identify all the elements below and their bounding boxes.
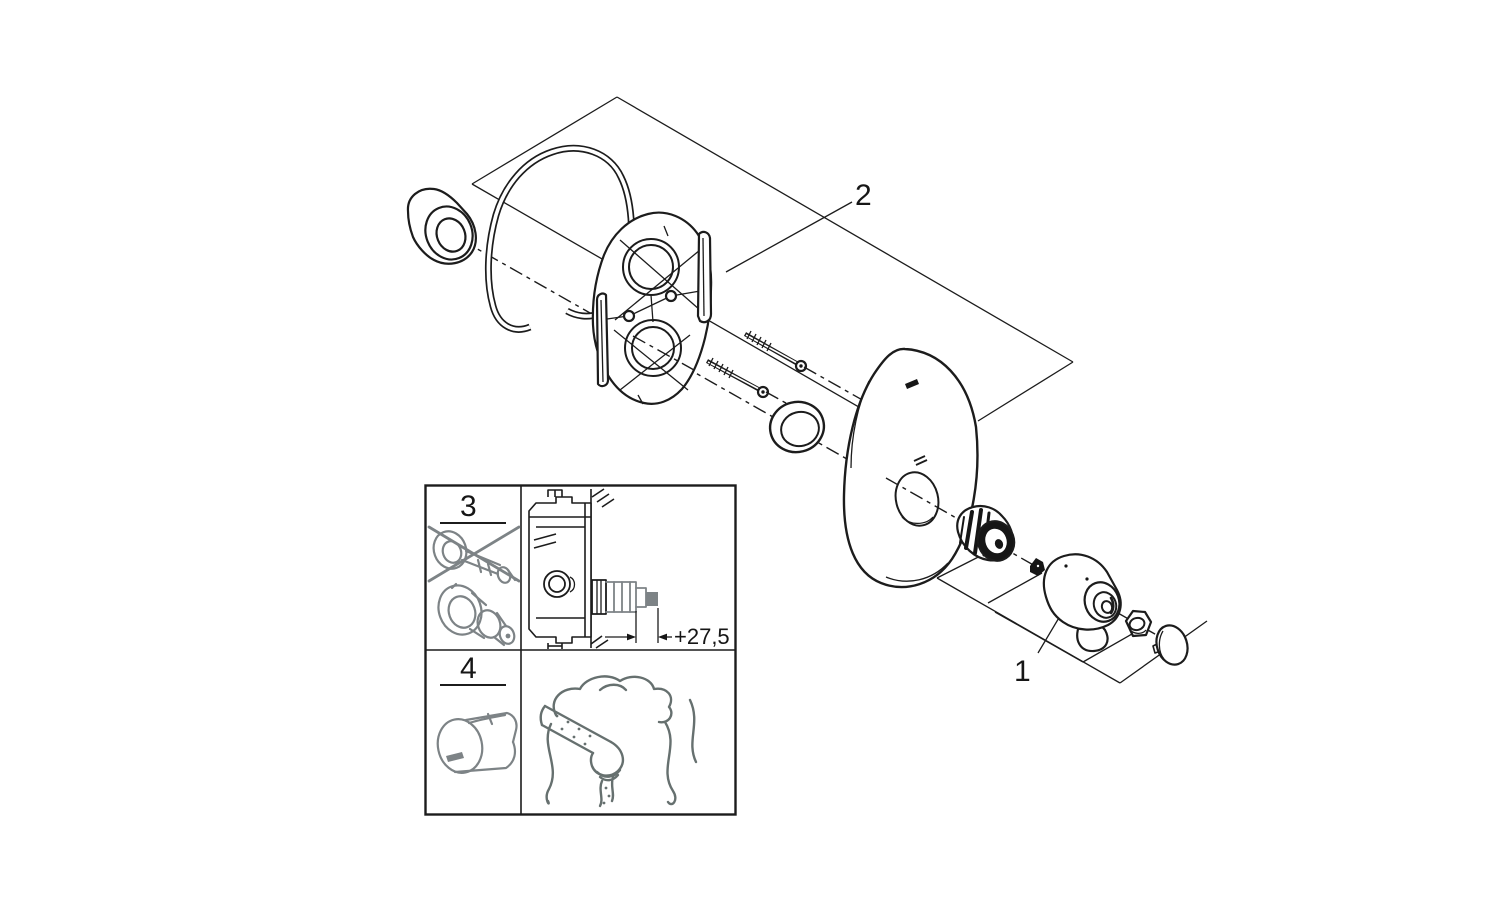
dimension: +27,5 <box>605 608 730 649</box>
crossed-out-extension-set <box>427 525 521 584</box>
o-ring <box>768 400 826 454</box>
hot-water-steam-pictogram <box>539 675 698 808</box>
grub-screw <box>1030 558 1045 576</box>
callout-2-leader <box>725 201 853 273</box>
inset-cell-4: 4 <box>436 652 518 774</box>
inset-3-label: 3 <box>460 490 477 523</box>
handle-hole <box>894 471 940 527</box>
cover-cap <box>436 711 518 774</box>
mounting-plate <box>591 211 713 405</box>
dimension-label: +27,5 <box>674 624 730 649</box>
cartridge-extension <box>591 579 658 615</box>
handle-cap <box>1152 624 1189 666</box>
inset-cell-3: 3 <box>427 490 521 647</box>
axis-through-plate <box>632 335 695 371</box>
screw-axis <box>765 391 794 408</box>
construction-lines <box>471 96 1208 684</box>
callout-2: 2 <box>855 179 872 212</box>
grohe-logo-mark <box>905 379 919 389</box>
cover-sleeve <box>406 187 477 265</box>
stop-ring-adapter <box>956 504 1016 562</box>
grohe-logo-mark-small <box>913 455 928 466</box>
inset-4-label: 4 <box>460 652 477 685</box>
inset-box: 3 <box>424 484 737 816</box>
fixing-screw-upper <box>743 330 808 373</box>
escutcheon-plate <box>842 347 979 589</box>
inset-cross-section: +27,5 <box>528 488 730 649</box>
axis-through-hole <box>885 477 959 520</box>
fixing-screw-lower <box>705 357 770 399</box>
hex-nut <box>1124 609 1153 638</box>
control-handle <box>1042 553 1122 653</box>
callout-1: 1 <box>1014 655 1031 688</box>
extension-adapter <box>437 582 516 647</box>
